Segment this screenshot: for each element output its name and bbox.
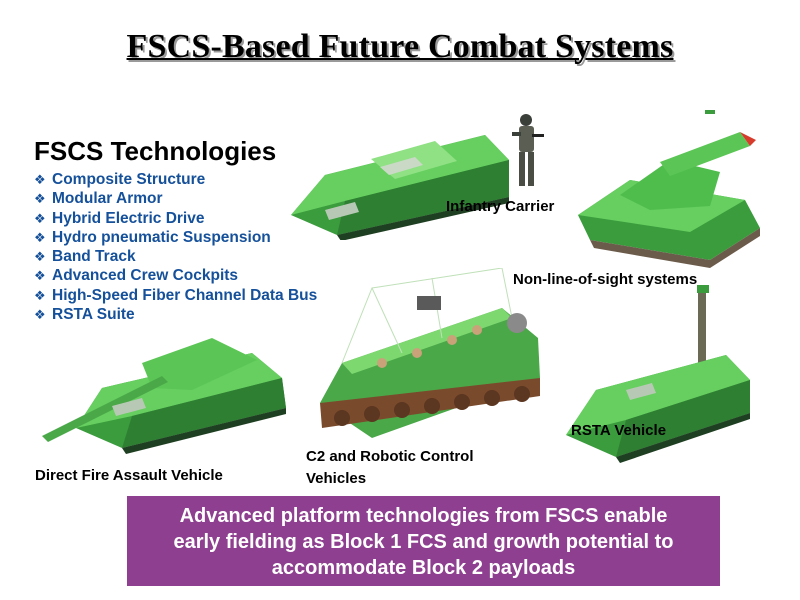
- diamond-bullet-icon: ❖: [34, 210, 46, 226]
- direct-fire-label: Direct Fire Assault Vehicle: [35, 467, 223, 484]
- nlos-label: Non-line-of-sight systems: [513, 271, 698, 288]
- diamond-bullet-icon: ❖: [34, 287, 46, 303]
- soldier-image: [512, 114, 544, 186]
- direct-fire-vehicle-image: [42, 338, 286, 454]
- technologies-list: ❖Composite Structure ❖Modular Armor ❖Hyb…: [34, 170, 317, 324]
- c2-label-line1: C2 and Robotic Control: [306, 448, 474, 465]
- diamond-bullet-icon: ❖: [34, 307, 46, 323]
- infantry-carrier-label: Infantry Carrier: [446, 198, 555, 215]
- nlos-vehicle-image: [578, 110, 760, 268]
- list-item: ❖Modular Armor: [34, 190, 163, 208]
- rsta-vehicle-label: RSTA Vehicle: [571, 422, 667, 439]
- c2-label-line2: Vehicles: [306, 470, 367, 487]
- summary-banner: Advanced platform technologies from FSCS…: [127, 496, 720, 586]
- banner-line: accommodate Block 2 payloads: [271, 557, 576, 579]
- c2-vehicle-image: [320, 268, 540, 438]
- infantry-carrier-vehicle-image: [291, 135, 509, 240]
- banner-line: early fielding as Block 1 FCS and growth…: [173, 531, 674, 553]
- list-item: ❖Hydro pneumatic Suspension: [34, 228, 271, 246]
- diamond-bullet-icon: ❖: [34, 172, 46, 187]
- diamond-bullet-icon: ❖: [34, 268, 46, 284]
- rsta-vehicle-image: [566, 285, 750, 463]
- diamond-bullet-icon: ❖: [34, 191, 46, 207]
- list-item: ❖Hybrid Electric Drive: [34, 209, 205, 227]
- banner-line: Advanced platform technologies from FSCS…: [179, 505, 668, 527]
- technologies-heading: FSCS Technologies: [34, 136, 277, 166]
- list-item: ❖Band Track: [34, 248, 136, 266]
- slide-title: FSCS-Based Future Combat Systems: [126, 28, 674, 65]
- diamond-bullet-icon: ❖: [34, 249, 46, 265]
- list-item: ❖Advanced Crew Cockpits: [34, 267, 239, 285]
- list-item: ❖High-Speed Fiber Channel Data Bus: [34, 286, 318, 304]
- list-item: ❖RSTA Suite: [34, 306, 135, 324]
- list-item: ❖Composite Structure: [34, 171, 206, 188]
- diamond-bullet-icon: ❖: [34, 229, 46, 245]
